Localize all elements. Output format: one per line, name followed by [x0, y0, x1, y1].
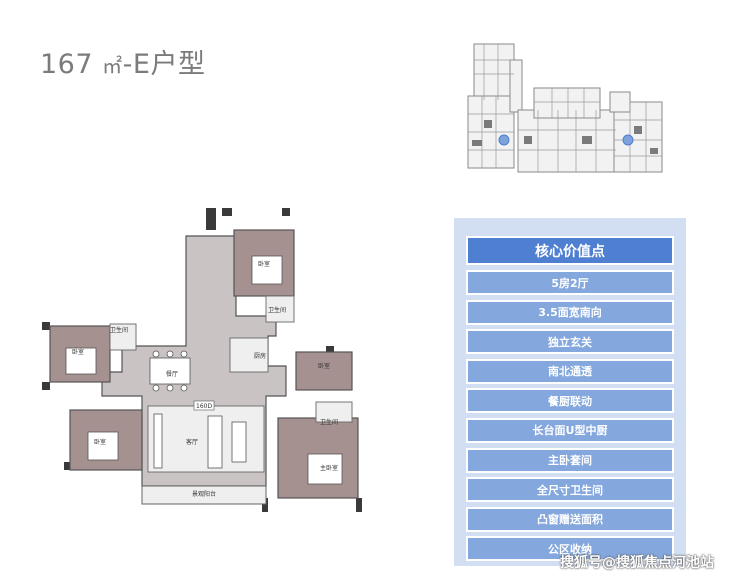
feature-item: 长台面U型中厨 [466, 417, 674, 443]
title-unit: ㎡ [102, 54, 123, 78]
room-label-bedroom-right: 卧室 [318, 362, 330, 370]
feature-item: 5房2厅 [466, 270, 674, 295]
building-key-plan [467, 43, 663, 173]
room-label-master-bedroom: 主卧室 [320, 464, 338, 472]
panel-header: 核心价值点 [466, 236, 674, 265]
room-label-kitchen: 厨房 [254, 352, 266, 360]
dimension-label: 160D [196, 403, 212, 410]
room-label-bedroom-left-upper: 卧室 [72, 348, 84, 356]
room-label-bedroom-top: 卧室 [258, 260, 270, 268]
core-value-panel: 核心价值点 5房2厅 3.5面宽南向 独立玄关 南北通透 餐厨联动 长台面U型中… [454, 218, 686, 566]
feature-item: 南北通透 [466, 358, 674, 384]
room-label-living: 客厅 [186, 438, 198, 446]
room-label-dining: 餐厅 [166, 370, 178, 378]
feature-item: 独立玄关 [466, 329, 674, 355]
feature-item: 3.5面宽南向 [466, 299, 674, 325]
feature-item: 主卧套间 [466, 447, 674, 473]
room-label-bedroom-left-lower: 卧室 [94, 438, 106, 446]
floor-plan-drawing: 卧室 卫生间 厨房 卫生间 卧室 餐厅 卧室 卫生间 卧室 客厅 主卧室 景观阳… [42, 208, 362, 512]
room-label-bath-top: 卫生间 [268, 306, 286, 314]
title-suffix: -E户型 [122, 49, 206, 80]
feature-item: 公区收纳 [466, 536, 674, 562]
feature-item: 餐厨联动 [466, 388, 674, 414]
page-title: 167 ㎡-E户型 [40, 42, 205, 81]
watermark: 搜狐号@搜狐焦点河池站 [560, 555, 714, 571]
feature-item: 全尺寸卫生间 [466, 477, 674, 503]
room-label-bath-right: 卫生间 [320, 418, 338, 426]
title-area: 167 [40, 49, 94, 80]
feature-item: 凸窗赠送面积 [466, 506, 674, 532]
room-label-bath-left: 卫生间 [110, 326, 128, 334]
room-label-balcony: 景观阳台 [192, 490, 216, 498]
